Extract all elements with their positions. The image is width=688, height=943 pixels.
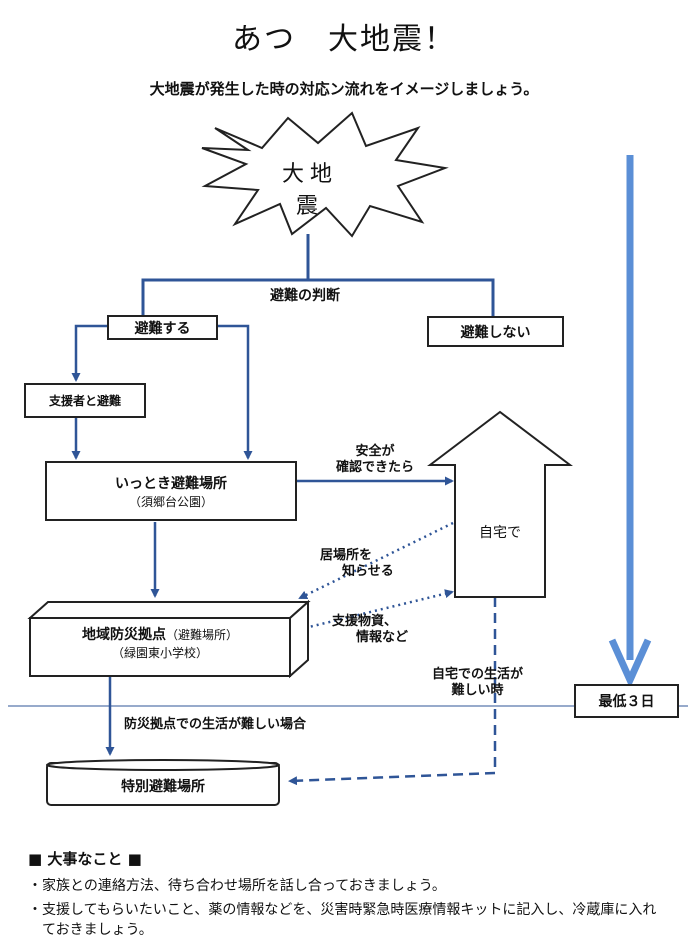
safe-confirmed-label: 安全が 確認できたら (336, 444, 414, 477)
temp-shelter-place: （須郷台公園） (128, 494, 213, 509)
safe-confirmed-line2: 確認できたら (336, 460, 415, 476)
safe-confirmed-line1: 安全が (355, 444, 395, 459)
special-shelter-top (46, 759, 280, 771)
hub-text: 地域防災拠点（避難場所） （緑園東小学校） (30, 624, 290, 661)
line-decision-split (141, 278, 495, 316)
note-item: ・家族との連絡方法、待ち合わせ場所を話し合っておきましょう。 (28, 878, 446, 894)
home-difficult-line1: 自宅での生活が (432, 667, 524, 682)
arrow-hub-supplies (304, 589, 454, 630)
home-difficult-label: 自宅での生活が 難しい時 (432, 667, 523, 700)
earthquake-burst-shape (201, 111, 449, 238)
notify-location-label: 居場所を 知らせる (320, 548, 394, 581)
home-house-shape (427, 410, 573, 598)
hub-difficult-label: 防災拠点での生活が難しい場合 (124, 717, 307, 732)
earthquake-label: 大地震 (281, 162, 338, 219)
note-item: ・支援してもらいたいこと、薬の情報などを、災害時緊急時医療情報キットに記入し、冷… (28, 902, 657, 938)
arrow-to-supporter (71, 324, 108, 382)
arrow-home-to-special (288, 597, 497, 786)
evacuate-label: 避難する (134, 320, 191, 337)
timeline-arrowhead (608, 638, 652, 689)
notes-heading: ■ 大事なこと ■ (28, 850, 142, 868)
notify-location-line2: 知らせる (342, 564, 394, 580)
arrow-to-temp-shelter (217, 324, 253, 460)
supplies-line2: 情報など (356, 630, 409, 646)
hub-box-front (29, 617, 291, 677)
page-subtitle: 大地震が発生した時の対応ン流れをイメージしましょう。 (149, 80, 539, 98)
notes-section: ■ 大事なこと ■ ・家族との連絡方法、待ち合わせ場所を話し合っておきましょう。… (28, 848, 668, 943)
evacuate-box: 避難する (107, 315, 218, 340)
home-label: 自宅で (479, 525, 521, 541)
special-shelter-label: 特別避難場所 (121, 779, 205, 795)
min-days-box: 最低３日 (574, 684, 679, 718)
home-difficult-line2: 難しい時 (451, 683, 504, 699)
supplies-line1: 支援物資、 (332, 614, 398, 629)
hub-box-top (27, 601, 311, 619)
page-title: あつ 大地震！ (232, 22, 456, 57)
supplies-label: 支援物資、 情報など (332, 614, 408, 647)
hub-place: （緑園東小学校） (111, 646, 208, 660)
temp-shelter-label: いっとき避難場所 (115, 475, 227, 492)
temp-shelter-box: いっとき避難場所 （須郷台公園） (45, 461, 297, 521)
min-days-label: 最低３日 (598, 694, 655, 710)
decision-label: 避難の判断 (270, 288, 340, 304)
notes-list: ・家族との連絡方法、待ち合わせ場所を話し合っておきましょう。 ・支援してもらいた… (28, 875, 668, 939)
arrow-home-notify-location (298, 521, 454, 600)
no-evacuate-box: 避難しない (427, 316, 564, 347)
hub-name: 地域防災拠点 (81, 627, 166, 643)
supporter-box: 支援者と避難 (24, 383, 146, 418)
supporter-label: 支援者と避難 (48, 394, 121, 408)
notify-location-line1: 居場所を (320, 548, 373, 563)
hub-note: （避難場所） (165, 628, 238, 642)
no-evacuate-label: 避難しない (460, 324, 531, 341)
